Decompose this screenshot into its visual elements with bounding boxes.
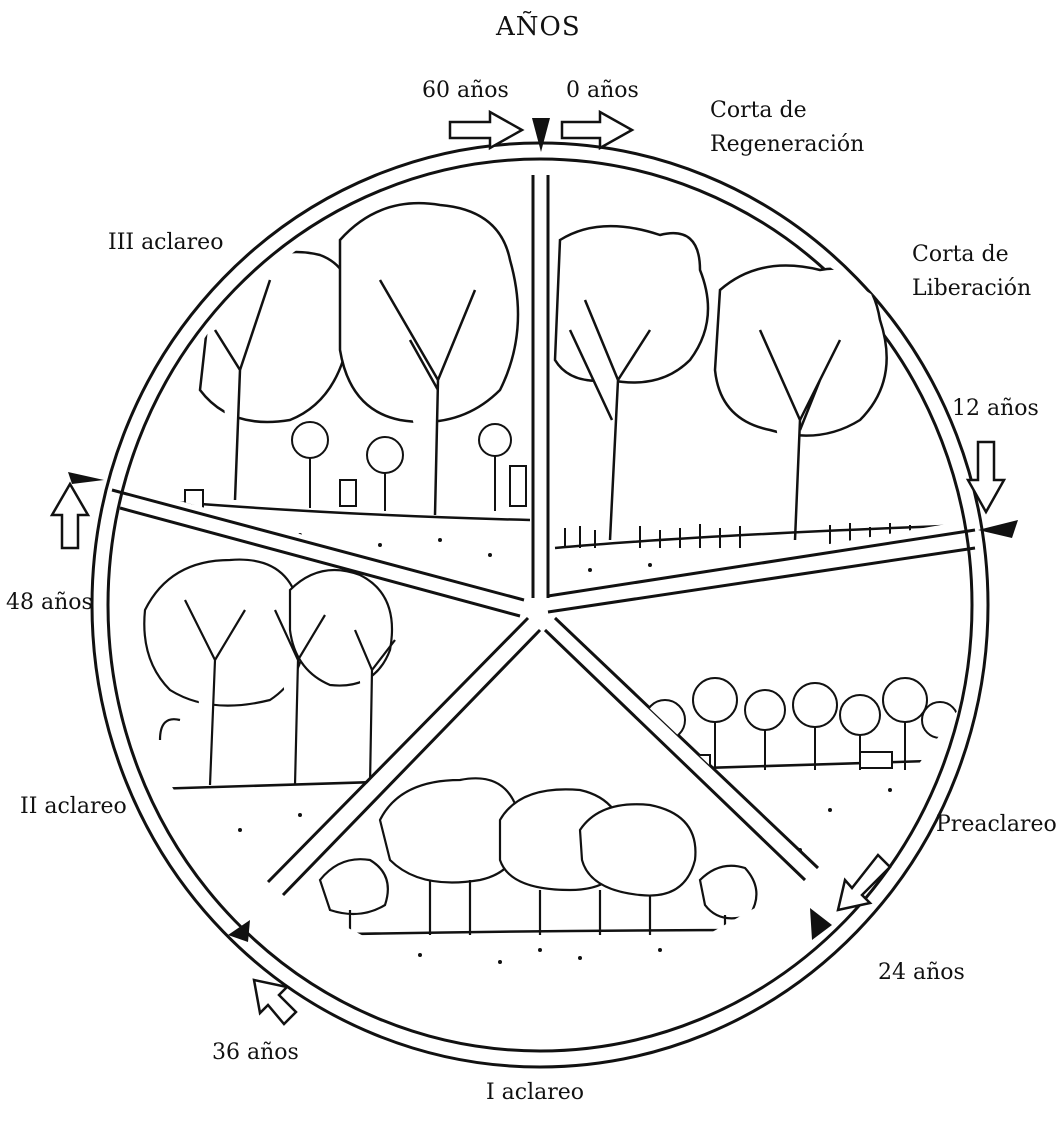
- scene-i-aclareo: [300, 778, 780, 964]
- age-12-label: 12 años: [952, 396, 1039, 422]
- corta-liberacion-line2: Liberación: [912, 276, 1031, 302]
- arrow-12-years-icon: [968, 442, 1004, 512]
- age-0-label: 0 años: [566, 78, 639, 104]
- iii-aclareo-label: III aclareo: [108, 230, 223, 256]
- arrow-0-years-icon: [562, 112, 632, 148]
- ii-aclareo-label: II aclareo: [20, 794, 127, 820]
- diagram-title: AÑOS: [496, 12, 581, 43]
- age-24-label: 24 años: [878, 960, 965, 986]
- age-48-label: 48 años: [6, 590, 93, 616]
- age-36-label: 36 años: [212, 1040, 299, 1066]
- preaclareo-label: Preaclareo: [936, 812, 1057, 838]
- arrow-48-years-icon: [52, 484, 88, 548]
- i-aclareo-label: I aclareo: [486, 1080, 584, 1106]
- marker-top-icon: [532, 118, 550, 152]
- marker-48-years-icon: [68, 472, 104, 484]
- age-60-label: 60 años: [422, 78, 509, 104]
- corta-regeneracion-line2: Regeneración: [710, 132, 864, 158]
- corta-liberacion-line1: Corta de: [912, 242, 1009, 268]
- corta-regeneracion-line1: Corta de: [710, 98, 807, 124]
- scene-regeneration: [555, 226, 970, 587]
